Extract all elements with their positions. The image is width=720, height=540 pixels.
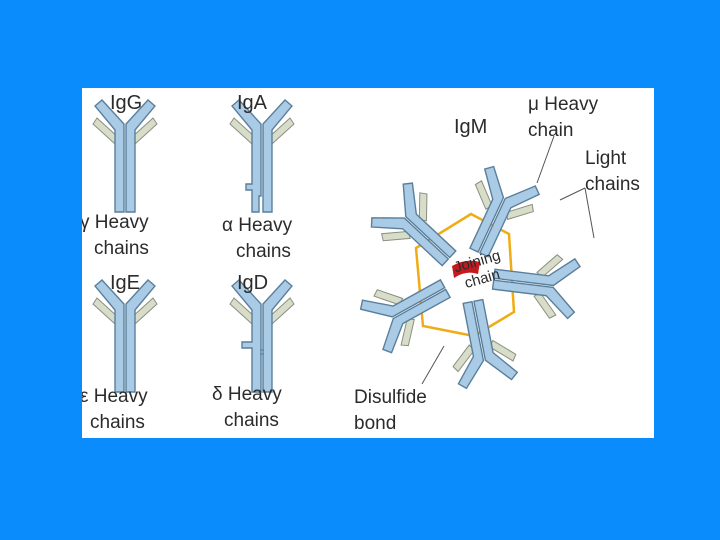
alpha-heavy-chains-label: α Heavy chains — [222, 215, 293, 262]
igd-molecule — [229, 279, 295, 393]
light-chains-label: Light chains — [585, 148, 640, 195]
ige-label: IgE — [110, 272, 141, 294]
disulfide-leader — [421, 345, 445, 385]
mu-heavy-chain-label: μ Heavy chain — [528, 94, 599, 141]
disulfide-bond-label: Disulfide bond — [354, 387, 427, 434]
antibody-classes-figure: IgG IgA IgE IgD IgM γ Heavy chains α Hea… — [82, 88, 654, 438]
igg-label: IgG — [110, 92, 143, 114]
delta-heavy-chains-label: δ Heavy chains — [212, 384, 282, 431]
igm-label: IgM — [454, 116, 488, 138]
iga-molecule — [229, 99, 295, 213]
iga-label: IgA — [237, 92, 268, 114]
igm-pentamer — [355, 162, 582, 391]
light-chains-leader — [559, 187, 595, 239]
gamma-heavy-chains-label: γ Heavy chains — [82, 212, 149, 259]
igd-label: IgD — [237, 272, 269, 294]
igg-molecule — [92, 99, 158, 213]
epsilon-heavy-chains-label: ε Heavy chains — [82, 386, 148, 433]
joining-chain-shape — [452, 260, 480, 278]
ige-molecule — [92, 279, 158, 393]
antibody-diagram — [92, 99, 595, 393]
mu-heavy-leader — [536, 135, 555, 184]
